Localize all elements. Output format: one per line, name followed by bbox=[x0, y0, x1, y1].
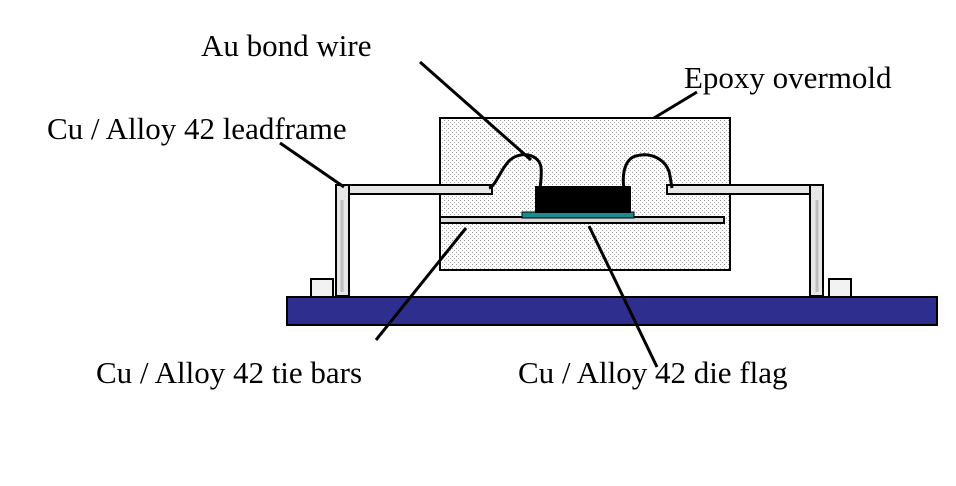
label-die-flag: Cu / Alloy 42 die flag bbox=[518, 355, 788, 390]
pcb-board bbox=[286, 296, 938, 326]
right-solder-pad bbox=[828, 278, 852, 298]
label-leadframe: Cu / Alloy 42 leadframe bbox=[47, 111, 347, 146]
label-tie-bars: Cu / Alloy 42 tie bars bbox=[96, 355, 362, 390]
label-overmold: Epoxy overmold bbox=[684, 60, 892, 95]
right-bond-wire bbox=[621, 153, 674, 190]
left-solder-pad bbox=[310, 278, 334, 298]
semiconductor-die bbox=[535, 186, 631, 213]
overmold-leader bbox=[653, 90, 698, 120]
label-bond-wire: Au bond wire bbox=[201, 28, 371, 63]
bond-wire-leader bbox=[419, 60, 532, 162]
tie-bars-leader bbox=[374, 227, 468, 341]
left-bond-wire bbox=[488, 153, 543, 191]
left-lead-horizontal bbox=[335, 184, 493, 195]
right-lead-horizontal bbox=[666, 184, 824, 195]
leadframe-leader bbox=[279, 141, 345, 189]
die-flag-leader bbox=[587, 225, 659, 368]
